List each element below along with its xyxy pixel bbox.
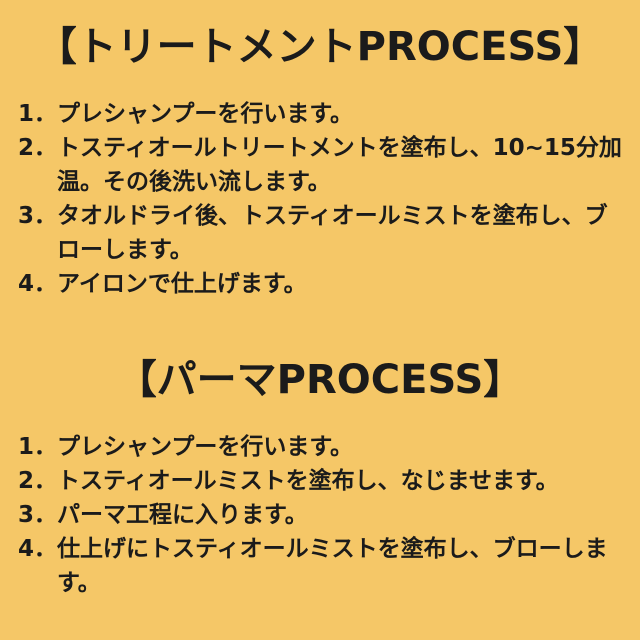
step-number: 3． (18, 202, 58, 229)
perm-step-3: 3． パーマ工程に入ります。 (18, 498, 626, 532)
perm-step-4: 4． 仕上げにトスティオールミストを塗布し、ブローします。 (18, 532, 626, 600)
treatment-step-2: 2． トスティオールトリートメントを塗布し、10~15分加温。その後洗い流します… (18, 131, 626, 199)
treatment-process-steps: 1． プレシャンプーを行います。 2． トスティオールトリートメントを塗布し、1… (0, 97, 640, 301)
perm-process-title: 【パーマPROCESS】 (116, 356, 524, 403)
step-text: プレシャンプーを行います。 (57, 433, 354, 460)
perm-process-section: 【パーマPROCESS】 1． プレシャンプーを行います。 2． トスティオール… (0, 357, 640, 600)
step-number: 2． (18, 134, 58, 161)
step-text: トスティオールトリートメントを塗布し、10~15分加温。その後洗い流します。 (57, 134, 622, 195)
step-number: 2． (18, 467, 58, 494)
step-text: プレシャンプーを行います。 (57, 100, 354, 127)
treatment-process-title: 【トリートメントPROCESS】 (36, 24, 604, 70)
treatment-step-3: 3． タオルドライ後、トスティオールミストを塗布し、ブローします。 (18, 199, 626, 267)
step-text: 仕上げにトスティオールミストを塗布し、ブローします。 (57, 535, 608, 596)
step-number: 4． (18, 535, 58, 562)
perm-process-steps: 1． プレシャンプーを行います。 2． トスティオールミストを塗布し、なじませま… (0, 430, 640, 600)
treatment-process-section: 【トリートメントPROCESS】 1． プレシャンプーを行います。 2． トステ… (0, 24, 640, 301)
step-text: アイロンで仕上げます。 (57, 270, 307, 297)
perm-step-1: 1． プレシャンプーを行います。 (18, 430, 626, 464)
step-number: 3． (18, 501, 58, 528)
step-text: トスティオールミストを塗布し、なじませます。 (57, 467, 559, 494)
step-text: パーマ工程に入ります。 (57, 501, 308, 528)
step-number: 1． (18, 433, 58, 460)
step-number: 4． (18, 270, 58, 297)
treatment-step-4: 4． アイロンで仕上げます。 (18, 267, 626, 301)
step-number: 1． (18, 100, 58, 127)
step-text: タオルドライ後、トスティオールミストを塗布し、ブローします。 (57, 202, 608, 263)
treatment-step-1: 1． プレシャンプーを行います。 (18, 97, 626, 131)
perm-step-2: 2． トスティオールミストを塗布し、なじませます。 (18, 464, 626, 498)
